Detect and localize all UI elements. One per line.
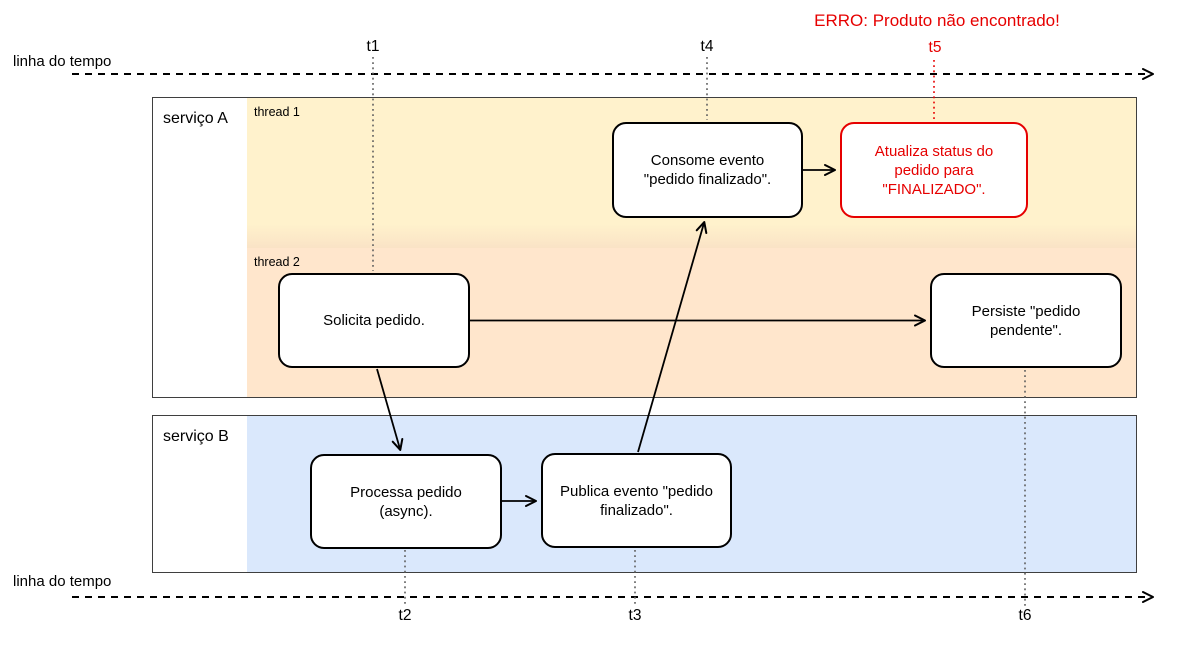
node-processa-pedido: Processa pedido (async). [310,454,502,549]
tick-t6-label: t6 [1018,607,1032,624]
node-publica-evento: Publica evento "pedido finalizado". [541,453,732,548]
node-atualiza-status-label: Atualiza status do pedido para "FINALIZA… [874,142,994,198]
node-publica-evento-label: Publica evento "pedido finalizado". [560,482,713,519]
node-persiste-pedido: Persiste "pedido pendente". [930,273,1122,368]
node-consome-evento-label: Consome evento "pedido finalizado". [643,152,772,188]
node-solicita-pedido-label: Solicita pedido. [323,312,425,329]
tick-t1-label: t1 [366,38,380,55]
service-a-label: serviço A [163,110,228,127]
node-persiste-pedido-label: Persiste "pedido pendente". [971,302,1081,339]
service-b-label: serviço B [163,428,229,445]
timeline-top-label: linha do tempo [13,53,112,70]
tick-t3-label: t3 [628,607,642,624]
node-solicita-pedido: Solicita pedido. [278,273,470,368]
tick-t2-label: t2 [398,607,412,624]
thread-1-label: thread 1 [254,105,300,119]
tick-t5-label: t5 [928,39,942,56]
error-annotation: ERRO: Produto não encontrado! [814,11,1060,30]
thread-2-label: thread 2 [254,255,300,269]
tick-t4-label: t4 [700,38,714,55]
node-processa-pedido-label: Processa pedido (async). [350,483,462,520]
node-consome-evento: Consome evento "pedido finalizado". [612,122,803,218]
timeline-bottom-label: linha do tempo [13,573,112,590]
node-atualiza-status: Atualiza status do pedido para "FINALIZA… [840,122,1028,218]
